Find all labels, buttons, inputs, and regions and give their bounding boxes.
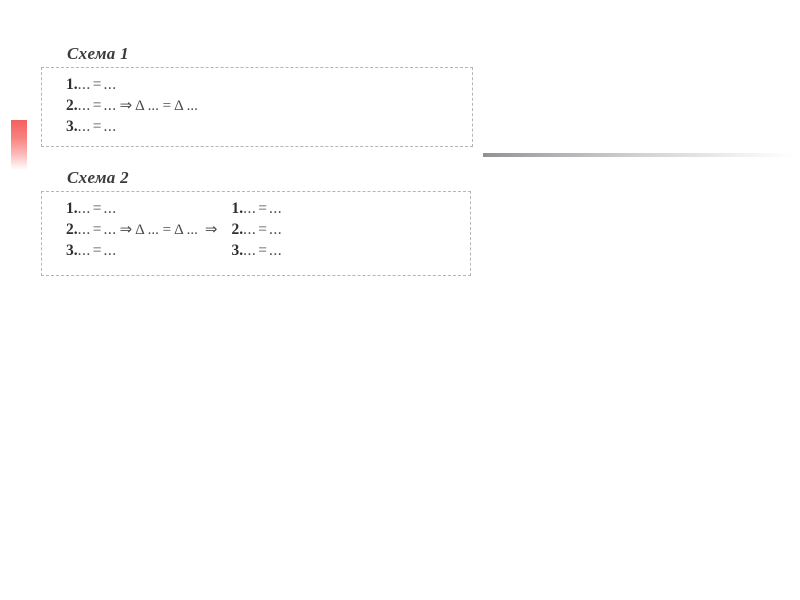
row-left-term: ... <box>77 118 91 135</box>
scheme-2-left-row-3: 3. ... = ... <box>66 240 201 261</box>
row-operator: = <box>92 118 102 135</box>
row-right-term: ... <box>103 242 117 259</box>
scheme-2-right-row-1: 1. ... = ... <box>227 198 282 219</box>
scheme-2-right-row-2: 2. ... = ... <box>227 219 282 240</box>
row-number: 3. <box>231 242 244 259</box>
scheme-1-title: Схема 1 <box>67 44 129 63</box>
row-right-term: ... <box>268 242 283 259</box>
row-number: 2. <box>231 221 244 238</box>
row-operator: = <box>92 242 102 259</box>
row-right-term: ... <box>103 76 117 93</box>
scheme-2-title: Схема 2 <box>67 168 129 187</box>
row-right-term: ... <box>103 97 117 114</box>
left-accent-bar <box>11 120 27 170</box>
row-number: 1. <box>66 200 78 217</box>
row-number: 2. <box>66 97 78 114</box>
row-left-term: ... <box>77 200 91 217</box>
row-left-term: ... <box>77 76 91 93</box>
scheme-1-column-left: 1. ... = ... 2. ... = ... ⇒ Δ ... = Δ ..… <box>66 74 201 137</box>
row-left-term: ... <box>77 221 91 238</box>
scheme-2-right-row-3: 3. ... = ... <box>227 240 282 261</box>
scheme-2-lines: 1. ... = ... 2. ... = ... ⇒ Δ ... = Δ ..… <box>66 198 462 261</box>
scheme-2-left-row-1: 1. ... = ... <box>66 198 201 219</box>
row-left-term: ... <box>243 221 257 238</box>
row-operator: = <box>92 200 102 217</box>
scheme-2-connector-implies: ⇒ <box>204 222 218 238</box>
row-number: 1. <box>231 200 244 217</box>
scheme-2-column-left: 1. ... = ... 2. ... = ... ⇒ Δ ... = Δ ..… <box>66 198 201 261</box>
scheme-2-box: 1. ... = ... 2. ... = ... ⇒ Δ ... = Δ ..… <box>41 191 471 276</box>
row-left-term: ... <box>243 242 257 259</box>
scheme-2-column-right: 1. ... = ... 2. ... = ... 3. ... = ... <box>227 198 282 261</box>
row-right-term: ... <box>268 221 283 238</box>
row-operator: = <box>258 242 267 259</box>
scheme-1-lines: 1. ... = ... 2. ... = ... ⇒ Δ ... = Δ ..… <box>66 74 464 137</box>
row-implication-suffix: ⇒ Δ ... = Δ ... <box>119 222 198 238</box>
horizontal-rule-accent <box>483 153 793 157</box>
row-right-term: ... <box>103 221 117 238</box>
row-implication-suffix: ⇒ Δ ... = Δ ... <box>119 98 198 114</box>
row-number: 3. <box>66 118 78 135</box>
row-right-term: ... <box>103 200 117 217</box>
row-left-term: ... <box>243 200 257 217</box>
row-number: 1. <box>66 76 78 93</box>
row-operator: = <box>258 200 267 217</box>
row-operator: = <box>92 76 102 93</box>
row-right-term: ... <box>268 200 283 217</box>
row-left-term: ... <box>77 242 91 259</box>
row-number: 3. <box>66 242 78 259</box>
scheme-block-1: Схема 1 1. ... = ... 2. ... = ... ⇒ Δ ..… <box>41 44 473 147</box>
scheme-2-left-row-2: 2. ... = ... ⇒ Δ ... = Δ ... <box>66 219 201 240</box>
scheme-1-row-3: 3. ... = ... <box>66 116 201 137</box>
row-operator: = <box>258 221 267 238</box>
row-operator: = <box>92 221 102 238</box>
row-operator: = <box>92 97 102 114</box>
scheme-block-2: Схема 2 1. ... = ... 2. ... = ... ⇒ Δ ..… <box>41 168 471 276</box>
scheme-1-row-2: 2. ... = ... ⇒ Δ ... = Δ ... <box>66 95 201 116</box>
row-left-term: ... <box>77 97 91 114</box>
row-number: 2. <box>66 221 78 238</box>
scheme-1-box: 1. ... = ... 2. ... = ... ⇒ Δ ... = Δ ..… <box>41 67 473 147</box>
scheme-1-row-1: 1. ... = ... <box>66 74 201 95</box>
row-right-term: ... <box>103 118 117 135</box>
